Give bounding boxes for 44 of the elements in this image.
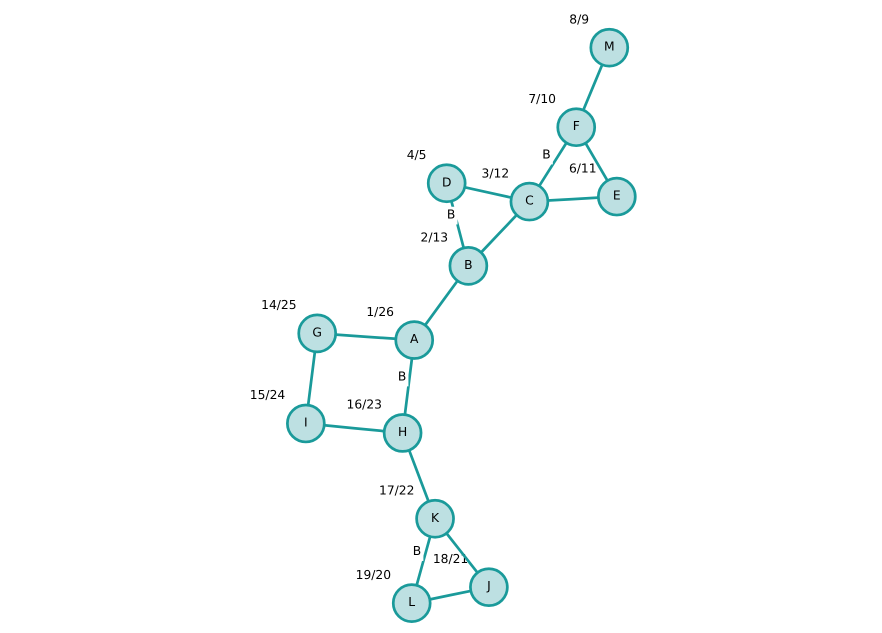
node-circle: F [556,107,596,148]
connector [450,200,464,248]
node-circle: I [286,404,326,444]
node-circle: M [588,28,629,68]
connector [429,590,471,601]
node-circle: H [382,413,422,453]
node-label: 15/24 [249,388,285,402]
node-circle: L [391,583,432,623]
connector [407,450,430,502]
connector [464,186,512,199]
connector [480,214,518,254]
edge-label: B [446,208,455,222]
edge-label: B [412,544,421,558]
node-circle: E [596,176,636,216]
connector [424,280,458,326]
node-label: 17/22 [378,483,414,498]
connector [584,142,608,182]
edge-label: B [542,148,550,162]
node-label: 14/25 [260,298,296,312]
connector [403,358,413,414]
connector [547,196,598,202]
connector [335,333,396,340]
connector [306,352,316,406]
connector [582,64,603,111]
node-circle: A [394,320,434,360]
node-circle: B [448,246,488,286]
node-label: 7/10 [528,92,556,106]
node-label: 4/5 [406,148,426,162]
node-label: 1/26 [366,304,394,319]
connector [414,536,431,586]
node-circle: D [426,163,466,204]
node-circle: G [296,314,337,354]
node-circle: C [509,182,549,222]
connector [444,532,478,574]
edge-label: B [397,369,406,384]
node-circle: K [414,498,454,539]
node-label: 6/11 [568,161,596,176]
node-label: 8/9 [568,12,589,26]
node-label: 2/13 [420,230,448,245]
node-label: 16/23 [346,398,382,412]
node-circle: J [468,567,508,607]
connector [324,424,384,432]
node-label: 19/20 [355,568,391,582]
node-label: 3/12 [481,166,509,180]
